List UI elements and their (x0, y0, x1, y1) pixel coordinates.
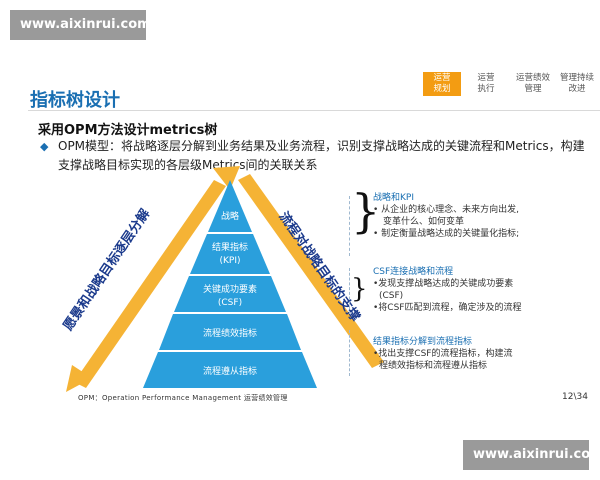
title-divider (28, 110, 600, 111)
dashed-connector (349, 268, 354, 314)
pyramid-level-kpi (190, 234, 270, 274)
watermark-bottom: www.aixinrui.com (463, 440, 600, 470)
brace-icon: } (351, 184, 381, 238)
footer-note: OPM：Operation Performance Management 运营绩… (78, 394, 288, 402)
annotation-heading-csf: CSF连接战略和流程 (373, 267, 454, 277)
annotation-line: • 制定衡量战略达成的关键量化指标; (373, 229, 520, 239)
right-arrow-head (213, 166, 240, 190)
section-subtitle: 采用OPM方法设计metrics树 (38, 123, 218, 138)
annotation-line: •找出支撑CSF的流程指标，构建流 (373, 349, 513, 359)
annotation-line: (CSF) (379, 291, 404, 301)
nav-tab-line: 管理 (524, 84, 542, 94)
left-arrow-shape (74, 180, 226, 388)
annotation-line: 程绩效指标和流程遵从指标 (379, 361, 488, 371)
annotation-line: •将CSF匹配到流程，确定涉及的流程 (373, 303, 522, 313)
page-number: 12\34 (562, 392, 588, 402)
annotation-line: •发现支撑战略达成的关键成功要素 (373, 279, 514, 289)
annotation-line: 变革什么、如何变革 (383, 217, 465, 227)
pyramid-label-kpi: 结果指标 (212, 241, 248, 253)
dashed-connector (349, 330, 354, 376)
bullet-text: OPM模型：将战略逐层分解到业务结果及业务流程，识别支撑战略达成的关键流程和Me… (58, 139, 585, 172)
annotation-heading-strategy-kpi: 战略和KPI (373, 193, 414, 203)
left-arrow-head (66, 365, 92, 392)
nav-tab-ops-planning[interactable]: 运营 规划 (423, 72, 461, 96)
pyramid-label-process-compliance: 流程遵从指标 (203, 365, 257, 377)
pyramid-level-process-compliance (143, 352, 317, 388)
nav-tab-performance-mgmt[interactable]: 运营绩效 管理 (511, 72, 555, 96)
nav-tab-line: 运营绩效 (515, 73, 550, 83)
pyramid-level-csf (174, 276, 286, 312)
annotation-line: • 从企业的核心理念、未来方向出发, (373, 205, 520, 215)
pyramid-label-csf-sub: (CSF) (218, 298, 242, 308)
left-arrow-label: 愿景和战略目标逐层分解 (60, 206, 153, 334)
nav-tab-continuous-improvement[interactable]: 管理持续 改进 (557, 72, 597, 96)
nav-tab-ops-execution[interactable]: 运营 执行 (466, 72, 506, 96)
nav-tab-line: 管理持续 (559, 73, 594, 83)
dashed-connector (349, 196, 354, 256)
nav-tab-line: 执行 (477, 84, 495, 94)
pyramid-level-process-performance (159, 314, 301, 350)
annotation-heading-process: 结果指标分解到流程指标 (373, 337, 473, 347)
nav-tab-line: 运营 (433, 73, 451, 83)
annotation-item: •发现支撑战略达成的关键成功要素 (CSF) •将CSF匹配到流程，确定涉及的流… (373, 278, 521, 314)
brace-icon: } (351, 274, 368, 304)
pyramid-label-strategy: 战略 (221, 210, 239, 222)
right-arrow-shape (238, 174, 384, 368)
diamond-bullet-icon: ◆ (40, 140, 49, 153)
nav-tab-line: 运营 (477, 73, 495, 83)
pyramid-label-kpi-sub: (KPI) (219, 256, 240, 266)
slide-title: 指标树设计 (30, 90, 120, 111)
pyramid-label-process-performance: 流程绩效指标 (203, 327, 257, 339)
watermark-top: www.aixinrui.com (10, 10, 151, 40)
pyramid-level-strategy (208, 180, 252, 232)
nav-tab-line: 规划 (433, 84, 451, 94)
annotation-item: • 从企业的核心理念、未来方向出发, 变革什么、如何变革 • 制定衡量战略达成的… (373, 204, 519, 240)
pyramid-label-csf: 关键成功要素 (203, 283, 257, 295)
annotation-item: •找出支撑CSF的流程指标，构建流 程绩效指标和流程遵从指标 (373, 348, 512, 372)
nav-tab-line: 改进 (568, 84, 586, 94)
